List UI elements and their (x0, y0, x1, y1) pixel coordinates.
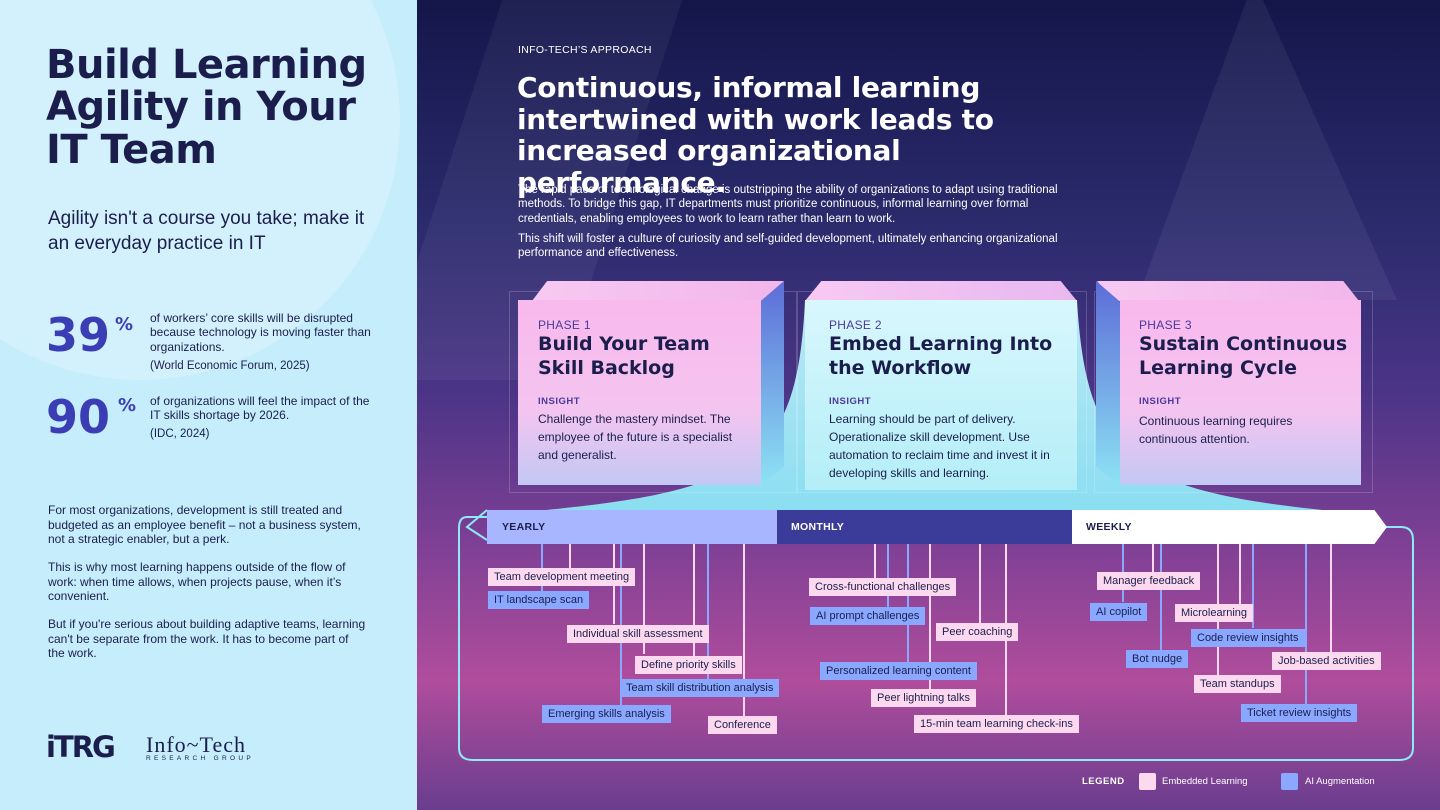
activity-ai-copilot: AI copilot (1090, 603, 1148, 621)
paragraph-3: But if you're serious about building ada… (48, 617, 366, 661)
legend-embedded-label: Embedded Learning (1162, 776, 1248, 787)
paragraph-2: This is why most learning happens outsid… (48, 560, 346, 604)
timeline-yearly: YEARLY (487, 510, 777, 544)
activity-personalized-learning-content: Personalized learning content (820, 662, 977, 680)
phase-2-insight-label: INSIGHT (829, 396, 872, 407)
phase-1-label: PHASE 1 (538, 318, 591, 332)
phase-1-side (760, 281, 784, 487)
stat-percent-1: % (115, 314, 134, 335)
activity-15-min-team-learning-check-ins: 15-min team learning check-ins (914, 715, 1079, 733)
activity-peer-coaching: Peer coaching (936, 623, 1019, 641)
activity-individual-skill-assessment: Individual skill assessment (567, 625, 709, 643)
timeline-monthly: MONTHLY (777, 510, 1072, 544)
stem (907, 544, 909, 662)
stem (1305, 544, 1307, 704)
activity-team-skill-distribution-analysis: Team skill distribution analysis (620, 679, 780, 697)
phase-3-title: Sustain Continuous Learning Cycle (1139, 333, 1348, 379)
intro-paragraph-2: This shift will foster a culture of curi… (518, 233, 1058, 260)
intro-paragraph-1: The rapid pace of technological change i… (518, 184, 1058, 225)
right-panel: INFO-TECH’S APPROACH Continuous, informa… (417, 0, 1440, 810)
stem (1152, 544, 1154, 572)
stem (929, 544, 931, 690)
timeline-weekly: WEEKLY (1072, 510, 1387, 544)
paragraph-1: For most organizations, development is s… (48, 503, 361, 547)
activity-emerging-skills-analysis: Emerging skills analysis (542, 705, 671, 723)
main-title: Build Learning Agility in Your IT Team (46, 42, 367, 173)
phase-3-card: PHASE 3 Sustain Continuous Learning Cycl… (1120, 300, 1361, 485)
phase-3-side (1096, 281, 1120, 487)
phase-2-top (805, 281, 1077, 301)
stat-source-1: (World Economic Forum, 2025) (150, 360, 310, 372)
phase-1-top (532, 281, 784, 301)
phase-3-top (1097, 281, 1359, 301)
activity-cross-functional-challenges: Cross-functional challenges (809, 578, 957, 596)
phase-3-insight-label: INSIGHT (1139, 396, 1182, 407)
stem (979, 544, 981, 624)
phase-3-insight: Continuous learning requires continuous … (1139, 414, 1293, 446)
research-group-text: RESEARCH GROUP (146, 755, 254, 762)
activity-it-landscape-scan: IT landscape scan (488, 591, 590, 609)
stem (693, 544, 695, 656)
stem (874, 544, 876, 578)
stat-percent-2: % (118, 395, 137, 416)
phase-1-title: Build Your Team Skill Backlog (538, 333, 710, 379)
legend-ai-swatch (1281, 773, 1298, 790)
stem (1239, 544, 1241, 604)
infotech-logo: Info~Tech (146, 732, 246, 757)
activity-define-priority-skills: Define priority skills (635, 656, 742, 674)
stem (643, 544, 645, 654)
legend-title: LEGEND (1082, 776, 1125, 787)
activity-job-based-activities: Job-based activities (1272, 652, 1381, 670)
stat-source-2: (IDC, 2024) (150, 428, 210, 440)
eyebrow: INFO-TECH’S APPROACH (518, 44, 652, 56)
activity-bot-nudge: Bot nudge (1126, 650, 1189, 668)
phase-2-card: PHASE 2 Embed Learning Into the Workflow… (805, 300, 1077, 490)
phase-2-title: Embed Learning Into the Workflow (829, 333, 1053, 379)
stem (887, 544, 889, 608)
stem (1160, 544, 1162, 650)
activity-microlearning: Microlearning (1175, 604, 1254, 622)
phase-2-insight: Learning should be part of delivery. Ope… (829, 412, 1050, 480)
phase-1-card: PHASE 1 Build Your Team Skill Backlog IN… (518, 300, 761, 485)
phase-1-insight: Challenge the mastery mindset. The emplo… (538, 412, 733, 462)
itrg-logo: iTRG (46, 730, 116, 764)
phase-1-insight-label: INSIGHT (538, 396, 581, 407)
subtitle: Agility isn't a course you take; make it… (48, 208, 365, 254)
headline: Continuous, informal learning intertwine… (517, 71, 994, 199)
activity-conference: Conference (708, 716, 777, 734)
stem (569, 544, 571, 568)
stem (1330, 544, 1332, 652)
phase-2-label: PHASE 2 (829, 318, 882, 332)
stat-text-1: of workers’ core skills will be disrupte… (150, 311, 371, 354)
activity-peer-lightning-talks: Peer lightning talks (871, 689, 976, 707)
left-panel: Build Learning Agility in Your IT Team A… (0, 0, 417, 810)
stat-text-2: of organizations will feel the impact of… (150, 394, 370, 423)
stem (707, 544, 709, 680)
activity-code-review-insights: Code review insights (1191, 629, 1305, 647)
legend-ai-label: AI Augmentation (1305, 776, 1375, 787)
stem (1252, 544, 1254, 628)
activity-team-standups: Team standups (1194, 675, 1281, 693)
phase-3-label: PHASE 3 (1139, 318, 1192, 332)
stat-number-1: 39 (46, 308, 111, 362)
activity-ticket-review-insights: Ticket review insights (1241, 704, 1358, 722)
stat-number-2: 90 (46, 390, 111, 444)
activity-team-development-meeting: Team development meeting (488, 568, 636, 586)
activity-manager-feedback: Manager feedback (1097, 572, 1201, 590)
activity-ai-prompt-challenges: AI prompt challenges (810, 607, 926, 625)
stem (743, 544, 745, 716)
legend-embedded-swatch (1139, 773, 1156, 790)
